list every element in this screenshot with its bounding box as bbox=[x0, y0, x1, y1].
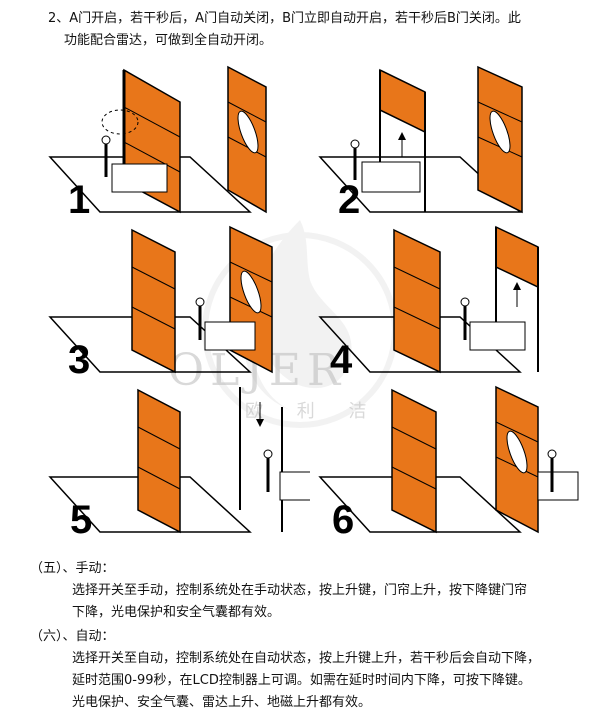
step-number-6: 6 bbox=[332, 498, 355, 542]
door-sequence-figure: 1 2 bbox=[40, 62, 580, 542]
intro-line-1: A门开启，若干秒后，A门自动关闭，B门立即自动开启，若干秒后B门关闭。此 bbox=[69, 11, 521, 26]
step-number-3: 3 bbox=[68, 338, 91, 382]
section-manual-line-2: 下降，光电保护和安全气囊都有效。 bbox=[72, 605, 281, 620]
step-number-2: 2 bbox=[338, 178, 361, 222]
step-number-1: 1 bbox=[68, 178, 91, 222]
section-auto-line-2: 延时范围0-99秒，在LCD控制器上可调。如需在延时时间内下降，可按下降键。 bbox=[72, 673, 531, 688]
step-panel-6: 6 bbox=[310, 382, 580, 542]
intro-paragraph: 2、A门开启，若干秒后，A门自动关闭，B门立即自动开启，若干秒后B门关闭。此 功… bbox=[48, 8, 568, 52]
section-manual-line-1: 选择开关至手动，控制系统处在手动状态，按上升键，门帘上升，按下降键门帘 bbox=[72, 583, 528, 598]
step-number-4: 4 bbox=[330, 338, 353, 382]
section-manual: （五）、手动： 选择开关至手动，控制系统处在手动状态，按上升键，门帘上升，按下降… bbox=[30, 558, 527, 624]
step-panel-5: 5 bbox=[40, 382, 310, 542]
step-panel-2: 2 bbox=[310, 62, 580, 222]
section-manual-heading: （五）、手动： bbox=[30, 561, 115, 576]
intro-number: 2、 bbox=[48, 11, 70, 26]
intro-line-2: 功能配合雷达，可做到全自动开闭。 bbox=[64, 33, 273, 48]
section-auto-line-1: 选择开关至自动，控制系统处在自动状态，按上升键上升，若干秒后会自动下降， bbox=[72, 651, 541, 666]
watermark-sub: 欧 利 洁 bbox=[245, 401, 381, 422]
section-auto: （六）、自动： 选择开关至自动，控制系统处在自动状态，按上升键上升，若干秒后会自… bbox=[30, 626, 540, 714]
step-panel-1: 1 bbox=[40, 62, 310, 222]
step-panel-3: 3 bbox=[40, 222, 310, 382]
step-number-5: 5 bbox=[70, 498, 93, 542]
section-auto-heading: （六）、自动： bbox=[30, 629, 115, 644]
section-auto-line-3: 光电保护、安全气囊、雷达上升、地磁上升都有效。 bbox=[72, 695, 372, 710]
step-panel-4: 4 bbox=[310, 222, 580, 382]
